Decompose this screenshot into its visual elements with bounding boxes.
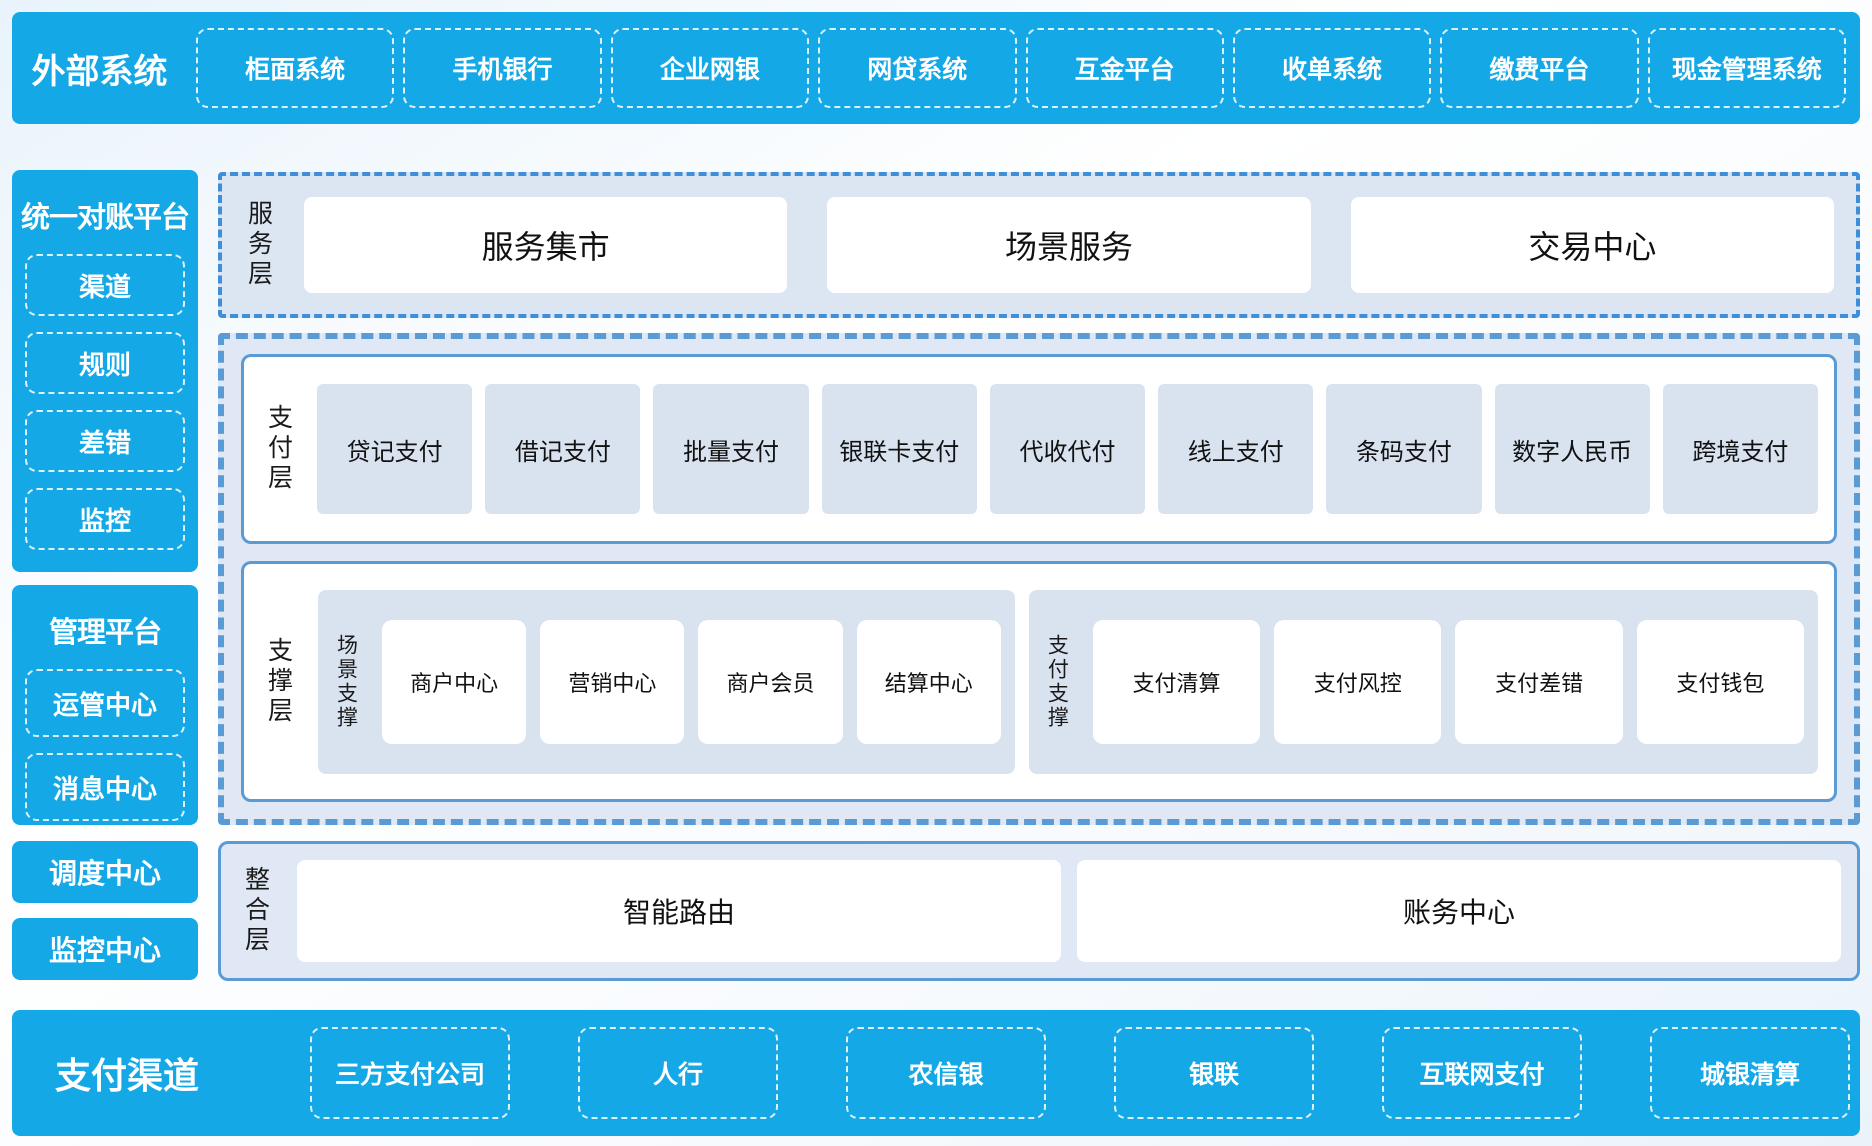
payment-node: 线上支付 bbox=[1158, 384, 1314, 514]
payment-support-node: 支付风控 bbox=[1274, 619, 1442, 744]
payment-node: 跨境支付 bbox=[1662, 384, 1818, 514]
payment-node: 借记支付 bbox=[485, 384, 641, 514]
payment-support-node: 支付差错 bbox=[1455, 619, 1623, 744]
payment-channel-node: 互联网支付 bbox=[1382, 1027, 1582, 1119]
payment-channels-title: 支付渠道 bbox=[54, 1055, 199, 1096]
external-system-node: 缴费平台 bbox=[1440, 28, 1639, 108]
external-system-node: 互金平台 bbox=[1025, 28, 1224, 108]
scene-support-group: 场景支撑 商户中心 营销中心 商户会员 结算中心 bbox=[318, 589, 1015, 774]
management-node: 运管中心 bbox=[25, 669, 185, 737]
external-system-node: 手机银行 bbox=[403, 28, 602, 108]
external-systems-bar: 外部系统 柜面系统 手机银行 企业网银 网贷系统 互金平台 收单系统 缴费平台 … bbox=[12, 12, 1860, 124]
external-system-node: 网贷系统 bbox=[818, 28, 1017, 108]
integration-layer: 整合层 智能路由 账务中心 bbox=[218, 841, 1860, 981]
management-platform-title: 管理平台 bbox=[48, 617, 162, 649]
external-system-node: 柜面系统 bbox=[196, 28, 395, 108]
external-system-node: 收单系统 bbox=[1232, 28, 1432, 108]
scene-support-node: 商户中心 bbox=[382, 619, 527, 744]
reconciliation-node: 监控 bbox=[25, 488, 185, 550]
monitor-center-block: 监控中心 bbox=[12, 918, 198, 980]
payment-node: 数字人民币 bbox=[1494, 384, 1650, 514]
payment-node: 代收代付 bbox=[989, 384, 1146, 514]
scene-support-node: 结算中心 bbox=[856, 619, 1001, 744]
payment-support-node: 支付清算 bbox=[1092, 619, 1261, 744]
integration-node: 账务中心 bbox=[1077, 860, 1841, 962]
scene-support-node: 商户会员 bbox=[698, 619, 843, 744]
management-platform-block: 管理平台 运管中心 消息中心 bbox=[12, 585, 198, 825]
management-node: 消息中心 bbox=[25, 753, 185, 821]
integration-node: 智能路由 bbox=[297, 860, 1061, 962]
support-layer: 支撑层 场景支撑 商户中心 营销中心 商户会员 结算中心 支付支撑 支付清算 支… bbox=[241, 561, 1837, 802]
payment-channel-node: 农信银 bbox=[846, 1027, 1046, 1119]
reconciliation-platform-title: 统一对账平台 bbox=[20, 202, 190, 234]
payment-channel-node: 人行 bbox=[578, 1027, 778, 1119]
payment-layer: 支付层 贷记支付 借记支付 批量支付 银联卡支付 代收代付 线上支付 条码支付 … bbox=[241, 354, 1837, 544]
scene-support-node: 营销中心 bbox=[540, 619, 685, 744]
service-node: 交易中心 bbox=[1350, 197, 1834, 293]
integration-layer-label: 整合层 bbox=[241, 866, 270, 956]
support-layer-label: 支撑层 bbox=[264, 636, 293, 727]
reconciliation-node: 渠道 bbox=[25, 254, 185, 316]
payment-node: 贷记支付 bbox=[317, 384, 473, 514]
service-node: 场景服务 bbox=[827, 197, 1311, 293]
payment-layer-label: 支付层 bbox=[264, 404, 293, 494]
reconciliation-platform-block: 统一对账平台 渠道 规则 差错 监控 bbox=[12, 170, 198, 572]
reconciliation-node: 规则 bbox=[25, 332, 185, 394]
payment-node: 批量支付 bbox=[653, 384, 809, 514]
payment-channel-node: 银联 bbox=[1114, 1027, 1314, 1119]
payment-channel-node: 城银清算 bbox=[1650, 1027, 1850, 1119]
external-system-node: 现金管理系统 bbox=[1647, 28, 1846, 108]
payment-channel-node: 三方支付公司 bbox=[310, 1027, 510, 1119]
service-layer: 服务层 服务集市 场景服务 交易中心 bbox=[218, 172, 1860, 318]
payment-node: 银联卡支付 bbox=[821, 384, 977, 514]
scene-support-label: 场景支撑 bbox=[334, 633, 358, 730]
payment-support-group: 支付支撑 支付清算 支付风控 支付差错 支付钱包 bbox=[1028, 589, 1818, 774]
reconciliation-items: 渠道 规则 差错 监控 bbox=[12, 236, 198, 550]
payment-support-label: 支付支撑 bbox=[1045, 633, 1069, 730]
management-items: 运管中心 消息中心 bbox=[12, 651, 198, 821]
payment-support-container: 支付层 贷记支付 借记支付 批量支付 银联卡支付 代收代付 线上支付 条码支付 … bbox=[218, 333, 1860, 825]
service-layer-label: 服务层 bbox=[244, 200, 273, 290]
external-system-node: 企业网银 bbox=[610, 28, 810, 108]
reconciliation-node: 差错 bbox=[25, 410, 185, 472]
external-systems-title: 外部系统 bbox=[31, 52, 168, 91]
service-node: 服务集市 bbox=[304, 197, 788, 293]
payment-support-node: 支付钱包 bbox=[1636, 619, 1805, 744]
payment-node: 条码支付 bbox=[1326, 384, 1482, 514]
dispatch-center-block: 调度中心 bbox=[12, 841, 198, 903]
payment-channels-bar: 支付渠道 三方支付公司 人行 农信银 银联 互联网支付 城银清算 bbox=[12, 1010, 1860, 1136]
